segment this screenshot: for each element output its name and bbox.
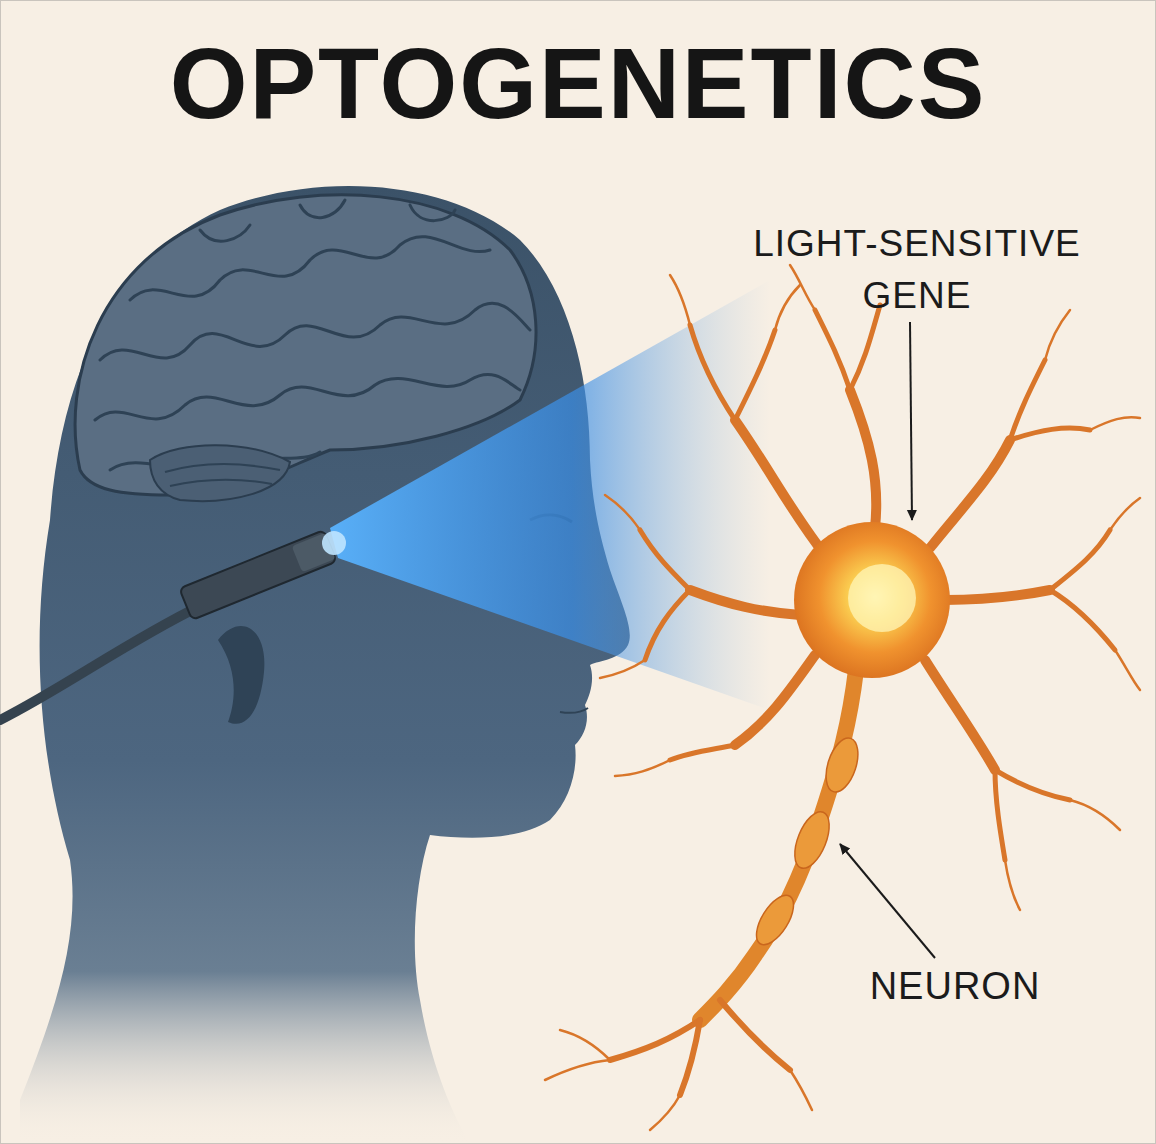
brain bbox=[75, 195, 536, 496]
nucleus-glow bbox=[848, 564, 916, 632]
callout-label: NEURON bbox=[835, 962, 1075, 1010]
axon-terminals bbox=[545, 1000, 812, 1130]
light-beam bbox=[330, 280, 770, 710]
leader-arrow bbox=[910, 322, 912, 520]
diagram-title: OPTOGENETICS bbox=[0, 33, 1156, 133]
neuron-soma bbox=[794, 522, 950, 678]
fiber-cable bbox=[0, 606, 200, 720]
callout-label: LIGHT-SENSITIVE GENE bbox=[712, 218, 1122, 322]
cerebellum-folds bbox=[165, 464, 280, 486]
cerebellum bbox=[150, 445, 290, 501]
optic-device bbox=[179, 530, 336, 620]
lips bbox=[560, 708, 588, 713]
leader-arrow bbox=[840, 844, 935, 958]
neuron-branches bbox=[600, 265, 1140, 910]
ear bbox=[218, 626, 264, 724]
axon-swellings bbox=[749, 734, 864, 951]
axon bbox=[700, 670, 856, 1020]
light-source bbox=[322, 531, 346, 555]
brain-gyri bbox=[95, 200, 530, 470]
head-silhouette bbox=[20, 186, 630, 1144]
